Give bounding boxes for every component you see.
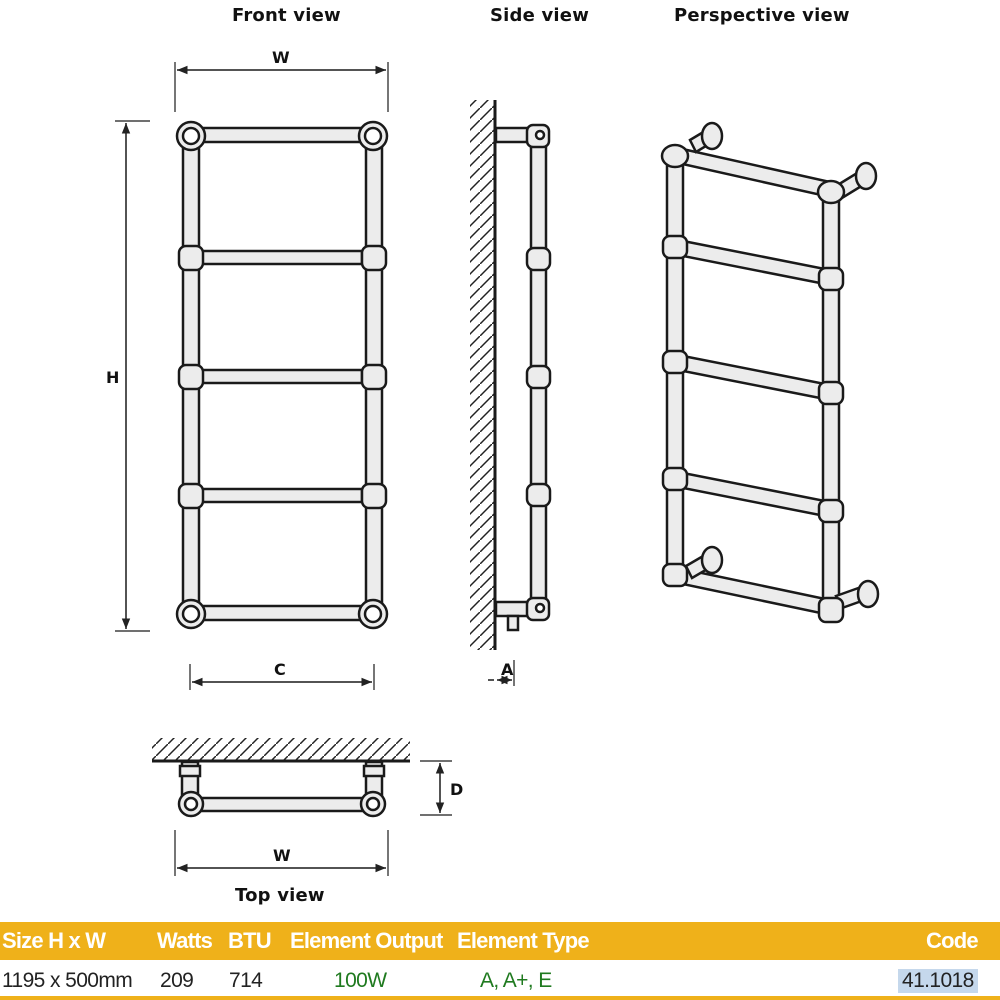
header-watts: Watts — [157, 928, 213, 953]
top-view — [152, 738, 452, 876]
side-view-title: Side view — [490, 5, 590, 26]
header-code: Code — [926, 928, 979, 953]
technical-drawing — [115, 62, 880, 876]
header-element-output: Element Output — [290, 928, 443, 953]
cell-element-type: A, A+, E — [480, 969, 552, 992]
depth-label: D — [450, 780, 464, 799]
width-label: W — [272, 48, 290, 67]
cell-element-output: 100W — [334, 969, 387, 992]
cell-code: 41.1018 — [898, 969, 978, 993]
cell-size: 1195 x 500mm — [2, 969, 133, 992]
cell-watts: 209 — [160, 969, 194, 992]
header-size: Size H x W — [2, 928, 106, 953]
table-bottom-border — [0, 996, 1000, 1000]
top-width-label: W — [273, 846, 291, 865]
side-view — [470, 100, 552, 686]
centres-label: C — [274, 660, 286, 679]
table-row: 1195 x 500mm 209 714 100W A, A+, E 41.10… — [0, 960, 1000, 1000]
projection-label: A — [501, 660, 514, 679]
spec-table: Size H x W Watts BTU Element Output Elem… — [0, 922, 1000, 1000]
top-view-title: Top view — [235, 885, 325, 906]
header-btu: BTU — [228, 928, 272, 953]
header-element-type: Element Type — [457, 928, 590, 953]
cell-btu: 714 — [229, 969, 263, 992]
front-view — [115, 62, 389, 690]
height-label: H — [106, 368, 120, 387]
front-view-title: Front view — [232, 5, 341, 26]
perspective-view-title: Perspective view — [674, 5, 850, 26]
spec-table-header: Size H x W Watts BTU Element Output Elem… — [0, 922, 1000, 960]
perspective-view — [660, 121, 880, 624]
